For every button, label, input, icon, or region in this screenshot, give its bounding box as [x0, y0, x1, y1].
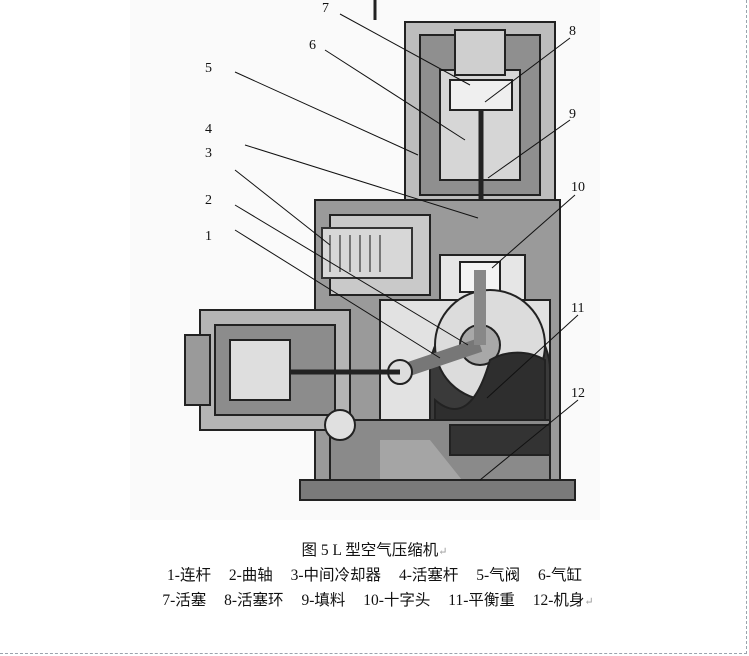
callout-7: 7: [322, 1, 329, 16]
legend-row-1: 1-连杆 2-曲轴 3-中间冷却器 4-活塞杆 5-气阀 6-气缸: [0, 563, 749, 585]
leader-lines: [234, 13, 579, 481]
callout-1: 1: [205, 229, 212, 244]
legend-item: 6-气缸: [538, 567, 582, 584]
legend-item: 7-活塞: [162, 592, 207, 609]
figure-title-text: 图 5 L 型空气压缩机: [301, 542, 439, 559]
paragraph-mark: ↵: [584, 596, 594, 608]
legend-item: 8-活塞环: [224, 592, 284, 609]
legend-item: 11-平衡重: [448, 592, 515, 609]
callout-3: 3: [205, 146, 212, 161]
callout-4: 4: [205, 122, 212, 137]
callout-5: 5: [205, 61, 212, 76]
legend-item: 2-曲轴: [228, 567, 273, 584]
legend-item: 3-中间冷却器: [290, 567, 382, 584]
legend-item: 4-活塞杆: [398, 567, 459, 584]
compressor-diagram: 7 6 5 4 3 2 1 8 9 10 11 12: [130, 0, 600, 520]
callout-12: 12: [571, 386, 585, 401]
callout-labels: 7 6 5 4 3 2 1 8 9 10 11 12: [205, 1, 585, 401]
callout-8: 8: [569, 24, 576, 39]
legend-item: 5-气阀: [476, 567, 521, 584]
legend-item: 12-机身: [532, 592, 585, 609]
paragraph-mark: ↵: [438, 546, 448, 558]
callout-2: 2: [205, 193, 212, 208]
legend-item: 10-十字头: [363, 592, 431, 609]
legend-item: 1-连杆: [167, 567, 211, 584]
legend-item: 9-填料: [301, 592, 346, 609]
callout-9: 9: [569, 107, 576, 122]
compressor-drawing: [130, 0, 600, 520]
figure-title: 图 5 L 型空气压缩机↵: [0, 538, 749, 560]
legend-row-2: 7-活塞 8-活塞环 9-填料 10-十字头 11-平衡重 12-机身↵: [0, 588, 749, 610]
callout-11: 11: [571, 301, 584, 316]
callout-6: 6: [309, 38, 316, 53]
callout-10: 10: [571, 180, 585, 195]
